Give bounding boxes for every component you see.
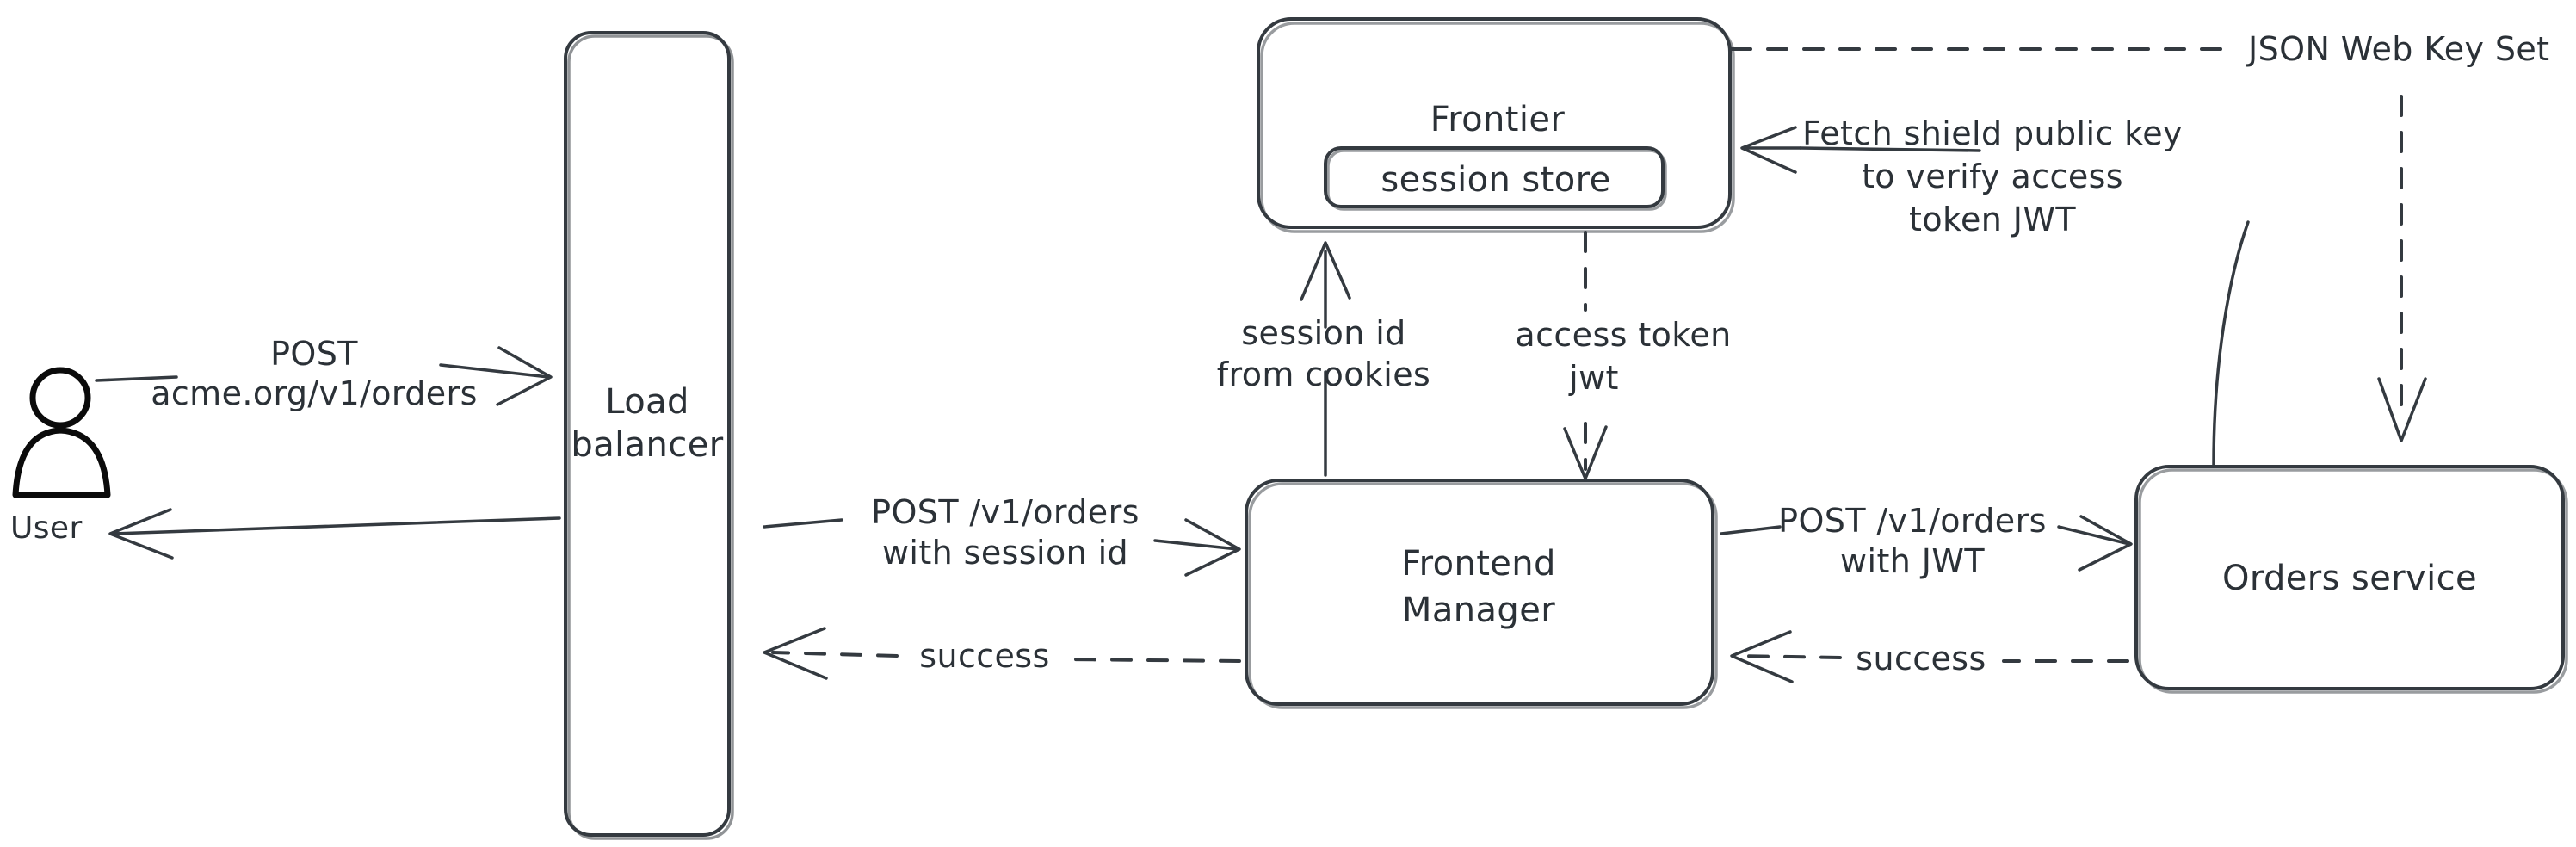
edge-frontier-to-fm: access token jwt <box>1515 231 1731 480</box>
node-frontend-manager-label-line2: Manager <box>1402 590 1555 630</box>
edge-orders-to-frontier-fetch-label-line2: to verify access <box>1862 158 2123 195</box>
edge-fm-to-frontier-label-line1: session id <box>1241 314 1405 352</box>
actor-user: User <box>10 367 111 546</box>
edge-lb-to-fm: POST /v1/orders with session id <box>763 493 1241 577</box>
node-orders-service-label: Orders service <box>2222 559 2477 598</box>
node-frontend-manager-label-line1: Frontend <box>1401 544 1556 584</box>
edge-fm-to-orders-label-line1: POST /v1/orders <box>1778 502 2047 540</box>
node-session-store[interactable]: session store <box>1324 146 1667 211</box>
user-icon <box>12 367 111 498</box>
edge-fm-to-orders-label-line2: with JWT <box>1840 542 1985 580</box>
node-orders-service[interactable]: Orders service <box>2134 465 2568 694</box>
edge-orders-to-fm-success: success <box>1730 630 2129 683</box>
edge-frontier-to-fm-label-line2: jwt <box>1568 359 1619 397</box>
node-frontier[interactable]: Frontier session store <box>1257 17 1735 233</box>
node-load-balancer-label-line2: balancer <box>571 425 723 465</box>
edge-fm-to-orders: POST /v1/orders with JWT <box>1720 502 2133 580</box>
edge-frontier-to-orders-jwks-label: JSON Web Key Set <box>2246 30 2549 68</box>
node-load-balancer-label-line1: Load <box>605 382 689 422</box>
edge-orders-to-frontier-fetch: Fetch shield public key to verify access… <box>1740 114 2250 467</box>
edge-frontier-to-fm-label-line1: access token <box>1515 316 1731 354</box>
node-load-balancer[interactable]: Load balancer <box>564 31 734 840</box>
node-session-store-label: session store <box>1381 160 1610 200</box>
edge-fm-to-frontier-label-line2: from cookies <box>1217 355 1430 393</box>
edge-orders-to-frontier-fetch-label-line3: token JWT <box>1909 201 2076 238</box>
edge-user-to-lb-label-line2b: acme.org/v1/orders <box>151 374 478 412</box>
edge-fm-to-lb-success-label: success <box>919 637 1049 675</box>
edge-user-to-lb: POST acme.org/v1/orders <box>95 335 553 412</box>
node-frontend-manager[interactable]: Frontend Manager <box>1245 479 1718 709</box>
edge-fm-to-lb-success: success <box>763 627 1241 680</box>
edge-orders-to-frontier-fetch-label-line1: Fetch shield public key <box>1802 114 2183 152</box>
edge-fm-to-frontier: session id from cookies <box>1217 241 1430 477</box>
edge-user-to-lb-label-line1: POST <box>270 335 358 373</box>
edge-frontier-to-orders-jwks: JSON Web Key Set <box>1730 30 2549 442</box>
edge-lb-to-user <box>108 508 561 560</box>
edge-lb-to-fm-label-line2: with session id <box>882 534 1128 572</box>
node-frontier-label: Frontier <box>1430 100 1566 139</box>
edge-orders-to-fm-success-label: success <box>1856 640 1986 677</box>
edge-lb-to-fm-label-line1: POST /v1/orders <box>871 493 1140 531</box>
actor-user-label: User <box>10 510 83 546</box>
